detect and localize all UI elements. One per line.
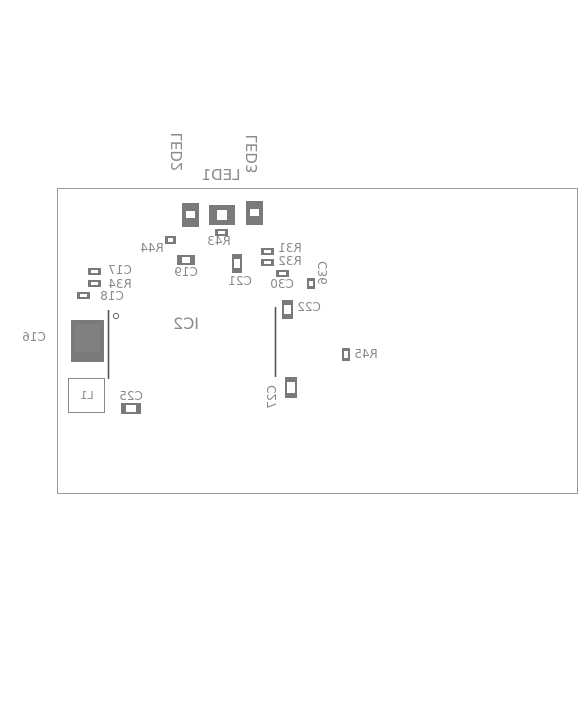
- led3-footprint: [246, 201, 263, 225]
- label-c17: C17: [108, 263, 132, 277]
- r43-footprint: [215, 229, 228, 236]
- label-r44: R44: [140, 241, 164, 255]
- c22-footprint: [282, 300, 293, 319]
- label-c16: C16: [22, 330, 46, 344]
- c30-footprint: [276, 270, 289, 277]
- c19-footprint: [177, 255, 195, 265]
- l1-footprint: [68, 378, 105, 413]
- r44-footprint: [165, 236, 176, 244]
- led2-footprint: [182, 203, 199, 227]
- label-r45: R45: [354, 347, 378, 361]
- c27-footprint: [285, 377, 297, 398]
- label-c30: C30: [270, 277, 294, 291]
- c21-footprint: [232, 254, 242, 273]
- r32-footprint: [261, 259, 274, 266]
- label-r34: R34: [108, 277, 132, 291]
- r45-footprint: [342, 348, 350, 361]
- r34-footprint: [88, 280, 101, 287]
- c16-footprint: [71, 320, 104, 362]
- c18-footprint: [77, 292, 90, 299]
- c36-footprint: [307, 278, 315, 289]
- label-r31: R31: [278, 241, 302, 255]
- r31-footprint: [261, 248, 274, 255]
- led1-footprint: [209, 205, 235, 225]
- ic2-pin1-marker: [112, 312, 120, 320]
- c17-footprint: [88, 268, 101, 275]
- label-led1: LED1: [202, 166, 241, 184]
- board-outline: [57, 188, 578, 494]
- label-c25: C25: [119, 389, 143, 403]
- label-c18: C18: [100, 289, 124, 303]
- label-c27: C27: [265, 385, 279, 409]
- label-l1: L1: [80, 389, 93, 402]
- label-c19: C19: [174, 265, 198, 279]
- label-c22: C22: [297, 300, 321, 314]
- label-ic2: IC2: [173, 314, 199, 333]
- c25-footprint: [121, 403, 141, 414]
- label-led3: LED3: [243, 135, 261, 174]
- label-r32: R32: [278, 254, 302, 268]
- label-c21: C21: [228, 274, 252, 288]
- label-r43: R43: [207, 234, 231, 248]
- label-led2: LED2: [168, 133, 186, 172]
- label-c36: C36: [316, 261, 330, 285]
